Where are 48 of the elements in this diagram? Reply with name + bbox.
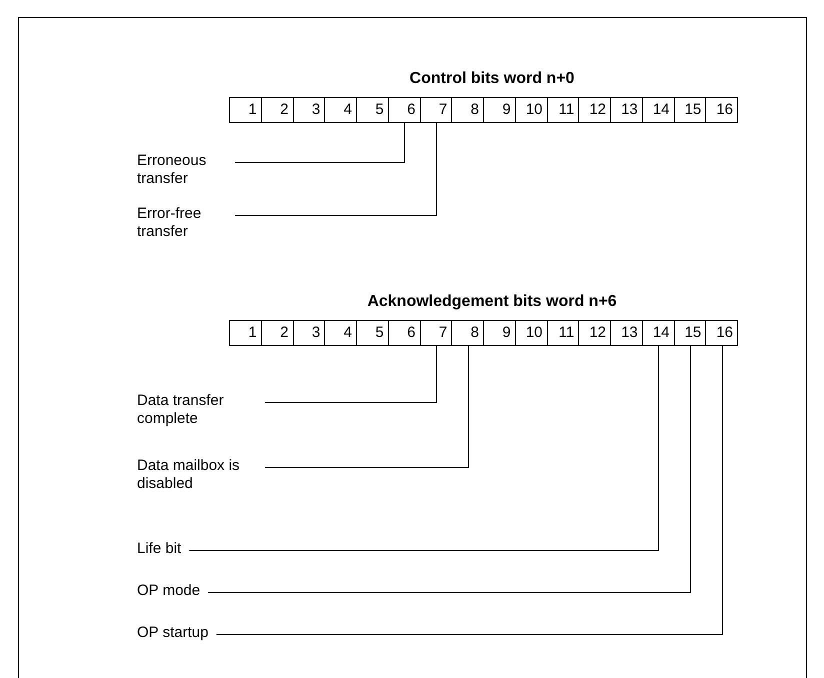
leader-line [216, 346, 723, 635]
bit-description: OP startup [137, 624, 208, 642]
bit-number-cell: 16 [705, 97, 738, 123]
leader-line [234, 122, 437, 216]
leader-line [234, 122, 405, 163]
bit-number-cell: 2 [260, 320, 294, 346]
bit-description: Error-free transfer [137, 205, 227, 241]
bit-number-cell: 6 [388, 320, 420, 346]
bit-number-cell: 14 [642, 97, 674, 123]
leader-line [188, 346, 659, 551]
register-title: Control bits word n+0 [408, 70, 576, 88]
bit-description: Erroneous transfer [137, 152, 227, 188]
leader-line [264, 346, 469, 468]
bit-number-cell: 11 [546, 320, 580, 346]
bit-number-cell: 8 [451, 97, 484, 123]
bit-description: Data transfer complete [137, 392, 257, 428]
bit-number-cell: 7 [420, 97, 452, 123]
bit-number-cell: 13 [610, 320, 643, 346]
bit-number-cell: 3 [292, 97, 326, 123]
bit-number-cell: 2 [260, 97, 294, 123]
bit-number-cell: 10 [514, 320, 548, 346]
register-title: Acknowledgement bits word n+6 [366, 293, 618, 311]
bit-number-cell: 12 [578, 320, 611, 346]
bit-number-cell: 13 [610, 97, 643, 123]
bit-number-cell: 1 [229, 320, 262, 346]
leader-line [208, 346, 691, 593]
bit-description: OP mode [137, 582, 200, 600]
bit-number-cell: 4 [324, 97, 357, 123]
bit-number-cell: 10 [514, 97, 548, 123]
bit-number-cell: 1 [229, 97, 262, 123]
bit-number-cell: 15 [674, 97, 706, 123]
bit-number-cell: 16 [705, 320, 738, 346]
bit-description: Life bit [137, 540, 182, 558]
bit-number-cell: 6 [388, 97, 420, 123]
bit-number-cell: 5 [356, 97, 389, 123]
bit-number-cell: 11 [546, 97, 580, 123]
bit-description: Data mailbox is disabled [137, 457, 257, 493]
bit-number-cell: 3 [292, 320, 326, 346]
bit-number-cell: 9 [483, 320, 516, 346]
bit-number-cell: 7 [420, 320, 452, 346]
bit-number-cell: 12 [578, 97, 611, 123]
leader-line [264, 346, 437, 403]
bit-number-cell: 15 [674, 320, 706, 346]
bit-number-cell: 9 [483, 97, 516, 123]
bit-number-cell: 14 [642, 320, 674, 346]
bit-number-cell: 4 [324, 320, 357, 346]
bit-number-cell: 8 [451, 320, 484, 346]
bit-number-cell: 5 [356, 320, 389, 346]
